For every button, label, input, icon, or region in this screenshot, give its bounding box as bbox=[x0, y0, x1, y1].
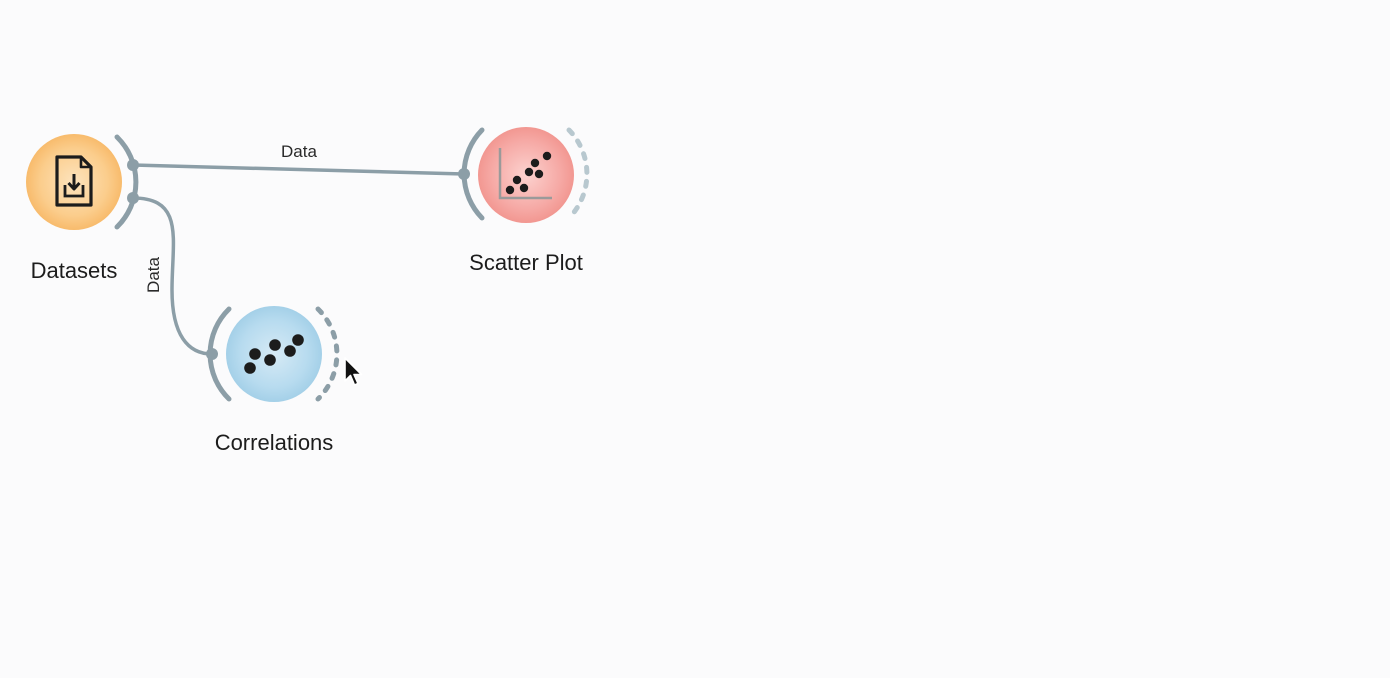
scatter-plot-icon bbox=[498, 148, 552, 200]
node-correlations[interactable]: Correlations bbox=[206, 306, 340, 455]
node-scatter-plot-circle[interactable] bbox=[478, 127, 574, 223]
node-datasets[interactable]: Datasets bbox=[26, 134, 139, 283]
link-label: Data bbox=[281, 142, 317, 161]
link-datasets-to-correlations[interactable]: Data bbox=[131, 196, 214, 356]
node-label-correlations: Correlations bbox=[215, 430, 334, 455]
file-download-icon bbox=[55, 155, 93, 207]
output-channel-arc[interactable] bbox=[114, 134, 139, 230]
node-label-scatter-plot: Scatter Plot bbox=[469, 250, 583, 275]
node-scatter-plot[interactable]: Scatter Plot bbox=[458, 127, 590, 275]
mouse-cursor-icon bbox=[344, 357, 363, 386]
link-datasets-to-scatter-plot[interactable]: Data bbox=[131, 142, 466, 176]
output-anchor-dot[interactable] bbox=[127, 192, 139, 204]
output-anchor-dot[interactable] bbox=[127, 159, 139, 171]
node-correlations-circle[interactable] bbox=[226, 306, 322, 402]
link-label: Data bbox=[144, 257, 163, 293]
input-anchor-dot[interactable] bbox=[206, 348, 218, 360]
correlation-dots-icon bbox=[244, 334, 304, 374]
output-channel-arc-inactive[interactable] bbox=[566, 127, 590, 221]
input-anchor-dot[interactable] bbox=[458, 168, 470, 180]
node-label-datasets: Datasets bbox=[31, 258, 118, 283]
output-channel-arc-inactive[interactable] bbox=[315, 306, 340, 402]
